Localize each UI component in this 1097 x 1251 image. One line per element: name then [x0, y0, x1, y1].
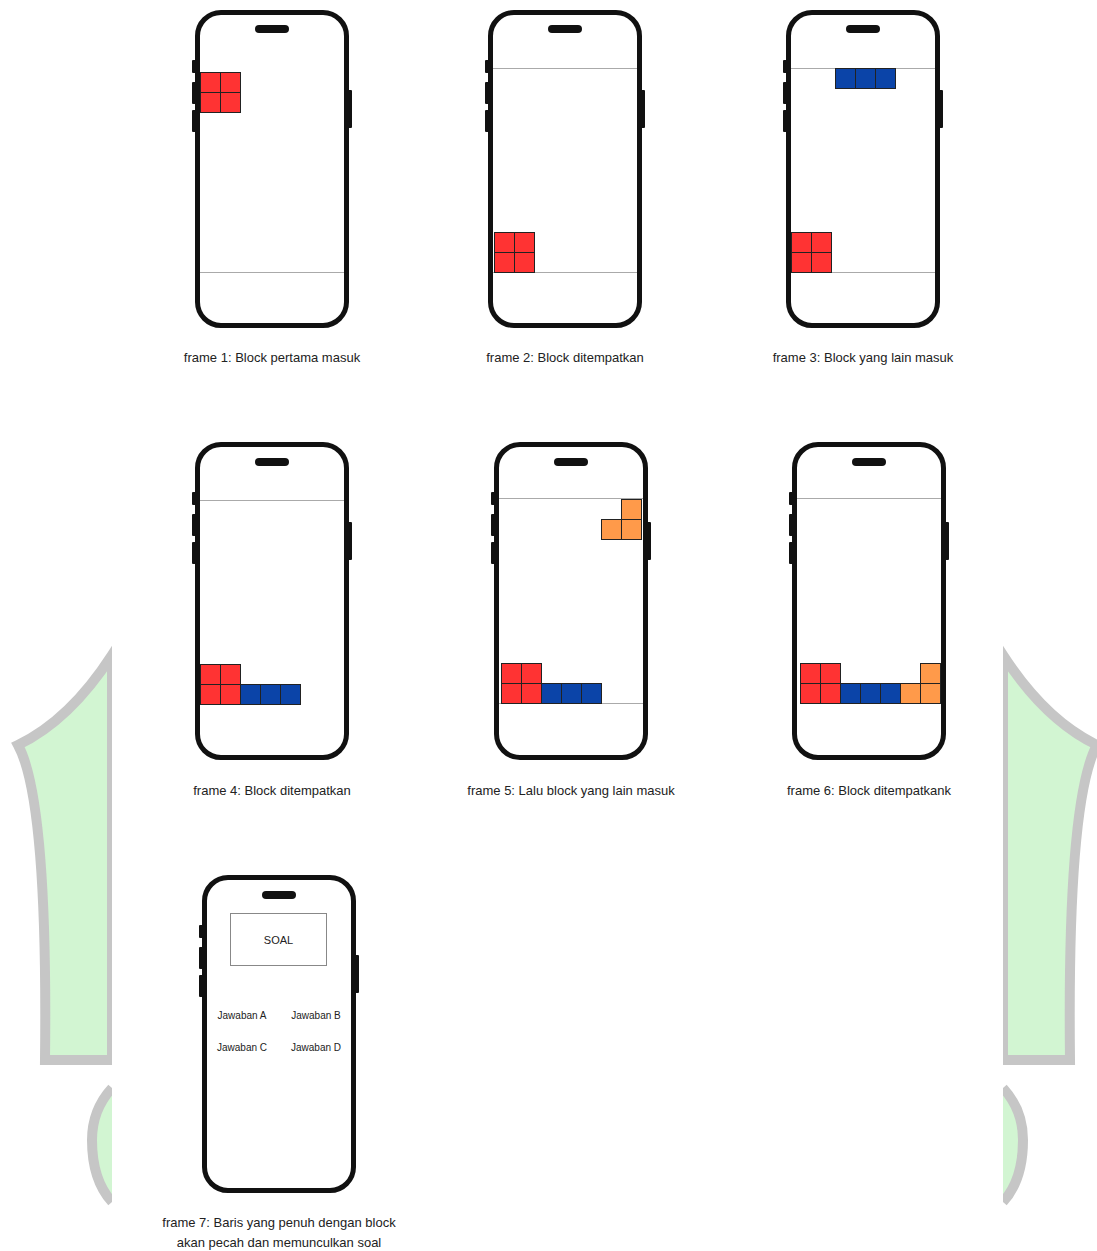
answer-option: Jawaban D — [291, 1042, 341, 1054]
frame-caption: frame 3: Block yang lain masuk — [733, 348, 993, 368]
frame-caption: frame 1: Block pertama masuk — [142, 348, 402, 368]
frame-caption: frame 2: Block ditempatkan — [435, 348, 695, 368]
phone-frame: frame 4: Block ditempatkan — [195, 442, 349, 760]
orange-block — [602, 500, 941, 704]
answer-option: Jawaban B — [291, 1010, 340, 1022]
phone-hardware — [192, 25, 949, 997]
answer-option: Jawaban A — [218, 1010, 267, 1022]
watermark — [18, 0, 1097, 1251]
frame-caption: frame 6: Block ditempatkank — [739, 781, 999, 801]
frame-caption: frame 4: Block ditempatkan — [142, 781, 402, 801]
frame-caption: frame 5: Lalu block yang lain masuk — [421, 781, 721, 801]
phone-frame: frame 6: Block ditempatkank — [792, 442, 946, 760]
phone-frame: frame 5: Lalu block yang lain masuk — [494, 442, 648, 760]
answer-option: Jawaban C — [217, 1042, 267, 1054]
question-box: SOAL — [230, 913, 327, 966]
blue-block — [241, 69, 901, 705]
question-label: SOAL — [264, 934, 293, 946]
red-block — [201, 73, 841, 705]
phone-frame: frame 1: Block pertama masuk — [195, 10, 349, 328]
frame-caption: frame 7: Baris yang penuh dengan block a… — [154, 1213, 404, 1251]
phone-frame: frame 3: Block yang lain masuk — [786, 10, 940, 328]
play-area-lines — [200, 69, 941, 704]
phone-frame: frame 2: Block ditempatkan — [488, 10, 642, 328]
phone-frame: frame 7: Baris yang penuh dengan block a… — [202, 875, 356, 1193]
